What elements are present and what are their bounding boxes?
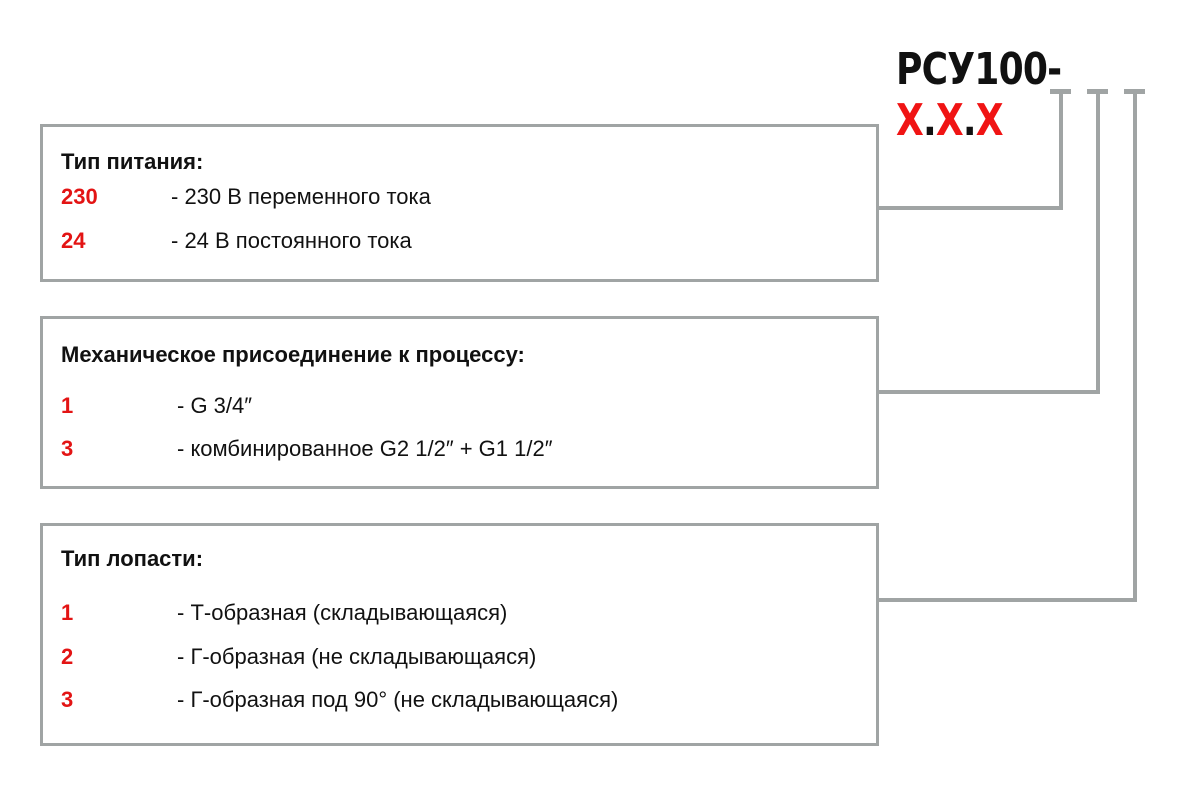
option-code: 1: [61, 393, 74, 418]
code-slot-1: X: [896, 95, 924, 146]
option-description: - Г-образная под 90° (не складывающаяся): [177, 687, 619, 712]
connector-2-vertical: [1096, 92, 1100, 394]
code-slot-2: X: [935, 95, 964, 146]
option-description: - 24 В постоянного тока: [171, 228, 412, 253]
slot-3-tick: [1124, 89, 1145, 94]
group-heading: Тип лопасти:: [61, 546, 204, 571]
slot-1-tick: [1050, 89, 1071, 94]
slot-2-tick: [1087, 89, 1108, 94]
option-description: - комбинированное G2 1/2″ + G1 1/2″: [177, 436, 553, 461]
option-description: - Г-образная (не складывающаяся): [177, 644, 537, 669]
option-code: 3: [61, 436, 74, 461]
group-heading: Механическое присоединение к процессу:: [61, 342, 525, 367]
separator: .: [962, 95, 977, 146]
connector-3-vertical: [1133, 92, 1137, 602]
separator: .: [923, 95, 937, 146]
model-prefix: РСУ100-: [896, 44, 1062, 95]
connector-3-horizontal: [876, 598, 1137, 602]
blade-type-box: Тип лопасти: 1 - Т-образная (складывающа…: [40, 523, 879, 746]
connector-1-vertical: [1059, 92, 1063, 210]
option-code: 24: [61, 228, 86, 253]
connector-2-horizontal: [876, 390, 1100, 394]
option-code: 3: [61, 687, 74, 712]
connector-1-horizontal: [876, 206, 1063, 210]
option-code: 1: [61, 600, 74, 625]
process-connection-box: Механическое присоединение к процессу: 1…: [40, 316, 879, 489]
option-description: - Т-образная (складывающаяся): [177, 600, 508, 625]
power-type-box: Тип питания: 230 - 230 В переменного ток…: [40, 124, 879, 282]
option-description: - G 3/4″: [177, 393, 253, 418]
option-code: 230: [61, 184, 98, 209]
model-code: РСУ100-X.X.X: [896, 44, 1145, 146]
option-description: - 230 В переменного тока: [171, 184, 431, 209]
option-code: 2: [61, 644, 74, 669]
group-heading: Тип питания:: [61, 149, 204, 174]
code-slot-3: X: [975, 95, 1004, 146]
